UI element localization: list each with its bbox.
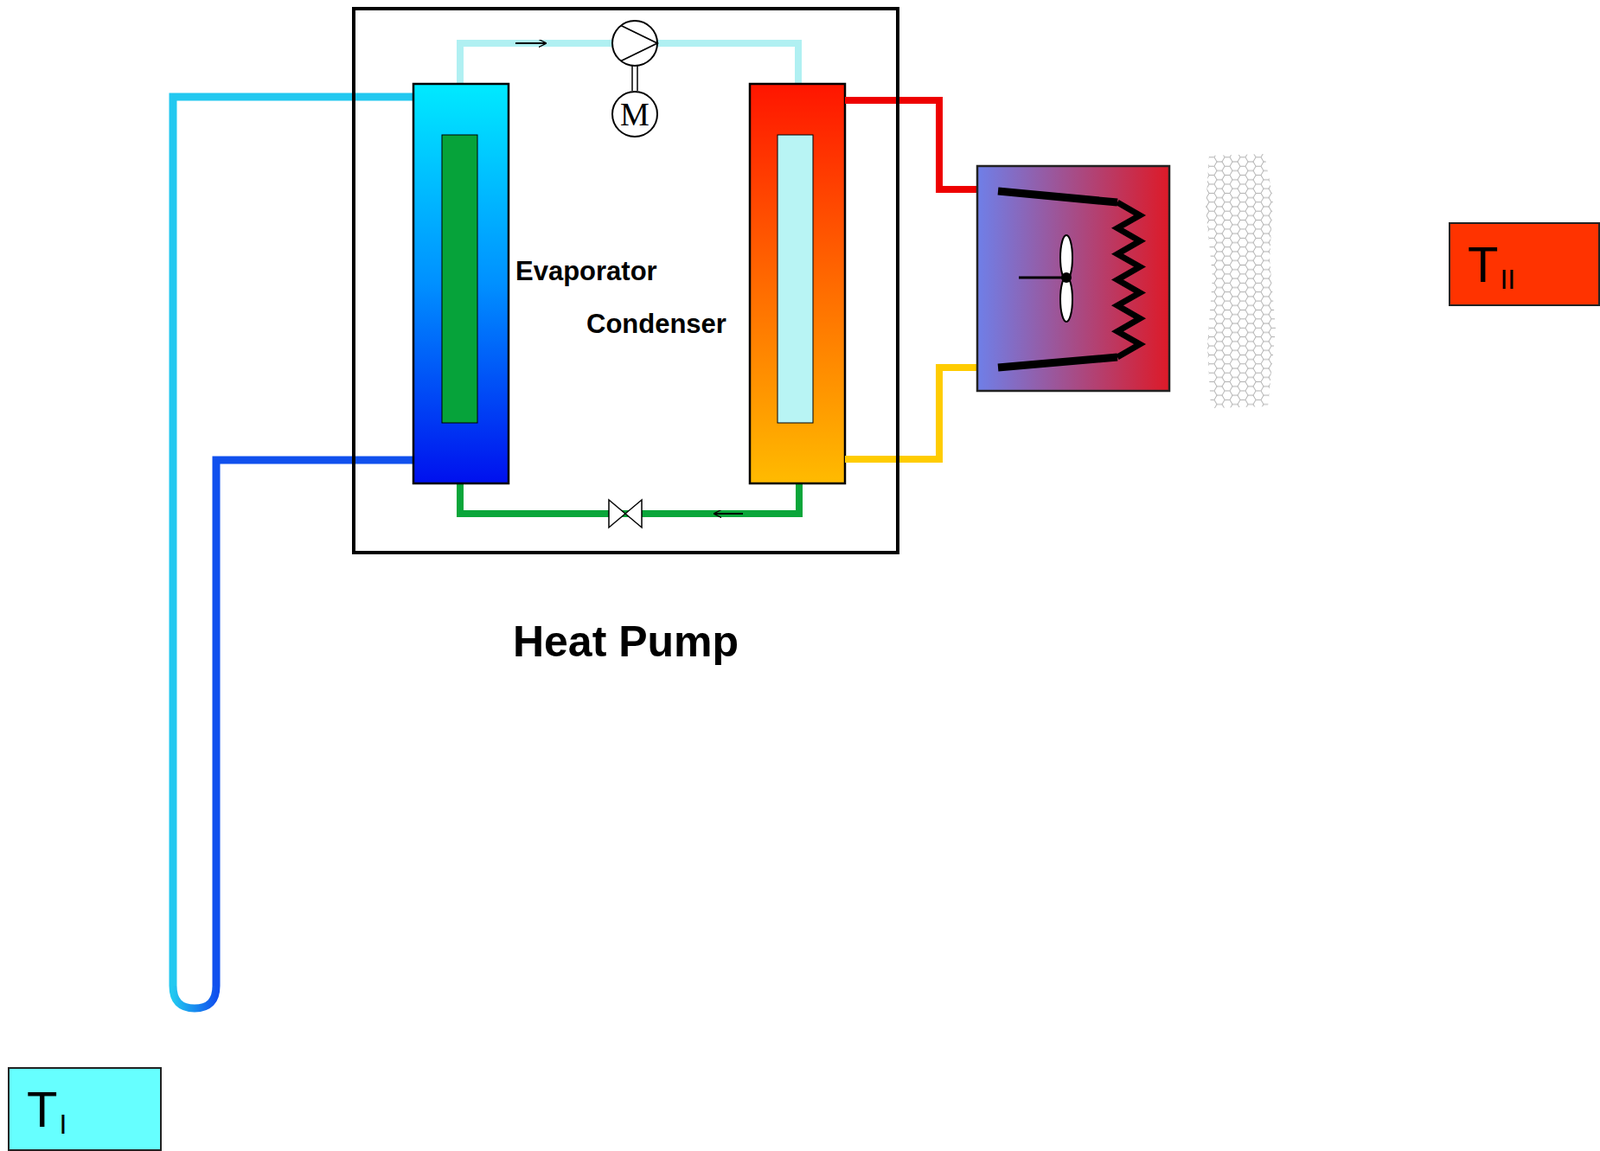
condenser-shell	[749, 83, 845, 484]
coil-pipe	[998, 357, 1118, 368]
compressor-triangle	[620, 25, 658, 62]
heating-coil	[1117, 202, 1140, 358]
motor-shaft	[631, 65, 634, 91]
coil-pipe	[998, 191, 1118, 203]
refrigerant-circuit	[460, 43, 800, 514]
warm-air-texture	[1205, 153, 1276, 409]
condenser-coil	[777, 134, 813, 423]
fan-blade	[1060, 276, 1073, 322]
condenser	[749, 83, 845, 484]
motor-circle: M	[611, 90, 659, 138]
ground-loop-return-pipe	[216, 460, 414, 986]
heating-circuit	[844, 100, 999, 460]
fan-hub	[1061, 272, 1072, 283]
flow-arrow	[515, 42, 546, 45]
motor-letter: M	[620, 96, 650, 132]
return-pipe	[844, 367, 999, 460]
compressor	[612, 20, 658, 91]
temperature-subscript: II	[1499, 264, 1516, 295]
compressor-symbol	[612, 20, 658, 66]
ground-loop-supply-pipe	[172, 96, 414, 986]
temperature-symbol: T	[1467, 236, 1498, 293]
expansion-valve	[608, 499, 642, 528]
motor-shaft	[636, 65, 639, 91]
flow-arrow	[714, 512, 743, 515]
component-label: Condenser	[586, 308, 727, 340]
valve-symbol	[608, 499, 642, 528]
component-label: Evaporator	[515, 256, 658, 288]
evaporator-shell	[413, 83, 509, 484]
liquid-line	[460, 422, 800, 514]
flow-pipe	[844, 100, 999, 190]
heat-source-box: TI	[7, 1067, 162, 1151]
temperature-symbol: T	[26, 1081, 58, 1138]
temperature-subscript: I	[58, 1109, 67, 1140]
evaporator	[413, 83, 509, 484]
fan-shaft	[1018, 276, 1067, 280]
fan-coil-unit	[977, 166, 1170, 391]
ground-loop-u-bend	[172, 985, 217, 1009]
unit-title: Heat Pump	[355, 615, 896, 668]
heat-sink-box: TII	[1448, 222, 1600, 307]
fan-coil-housing	[977, 166, 1170, 391]
evaporator-coil	[441, 134, 478, 423]
